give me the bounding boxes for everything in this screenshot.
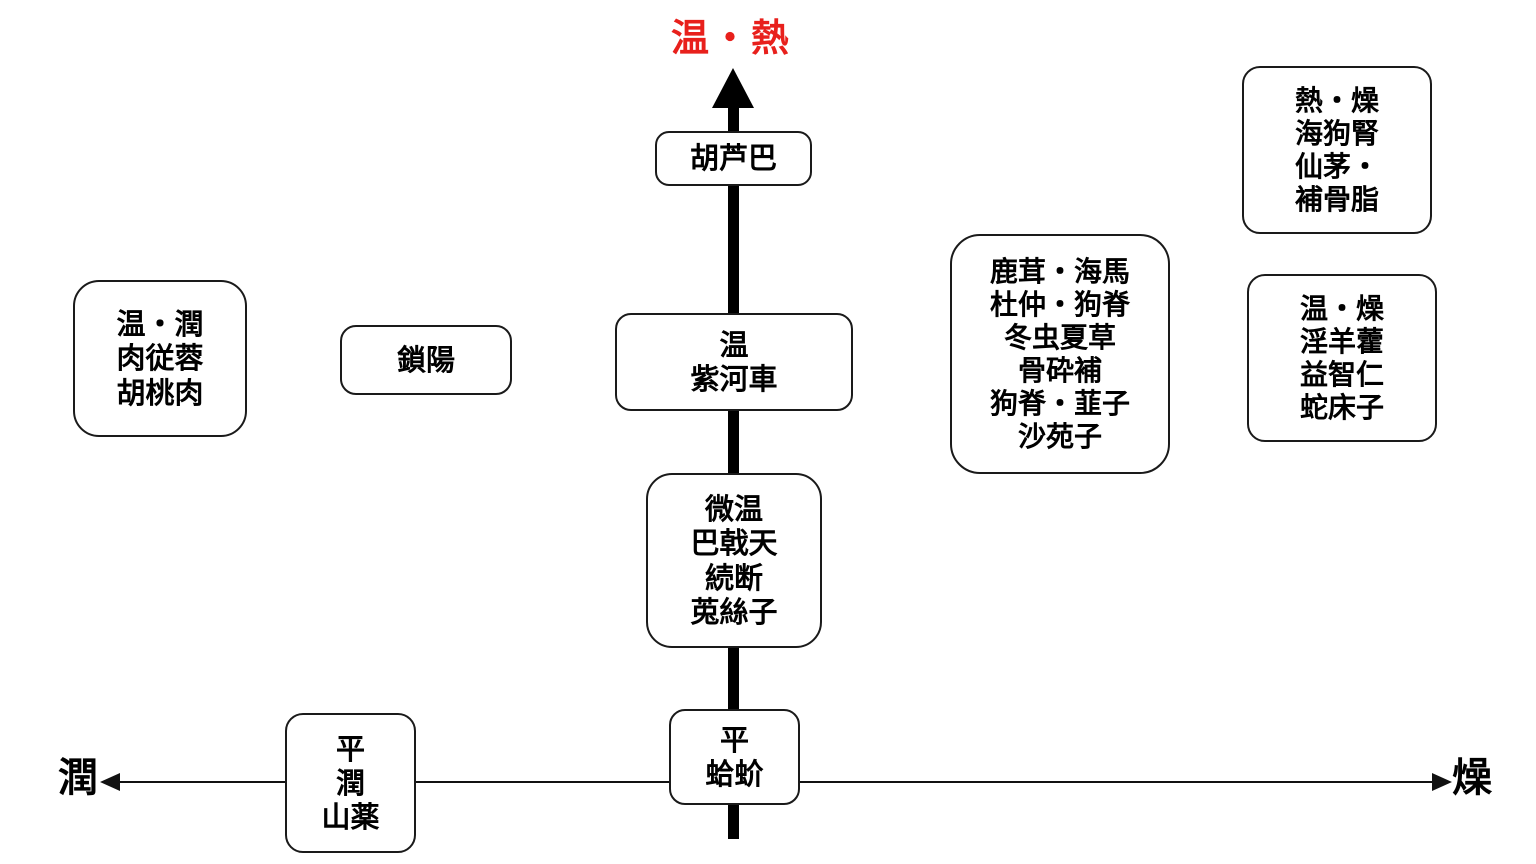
node-line: 海狗腎: [1294, 116, 1379, 150]
node-line: 仙茅・: [1294, 150, 1379, 183]
axis-arrow-up-icon: [712, 68, 754, 108]
axis-label-moist: 潤: [58, 755, 98, 801]
node-ping-run[interactable]: 平 潤 山薬: [285, 713, 416, 853]
node-huluba[interactable]: 胡芦巴: [655, 131, 812, 186]
horizontal-axis-line-right: [793, 781, 1433, 783]
node-line: 補骨脂: [1294, 183, 1379, 217]
node-line: 沙苑子: [1017, 420, 1102, 454]
node-line: 冬虫夏草: [1003, 320, 1116, 354]
axis-label-hot: 温・熱: [671, 16, 792, 60]
node-line: 莵絲子: [690, 594, 778, 629]
node-line: 平: [719, 722, 749, 757]
node-wen[interactable]: 温 紫河車: [615, 313, 853, 411]
node-line: 潤: [335, 765, 365, 800]
node-line: 鎖陽: [396, 342, 455, 377]
node-line: 骨砕補: [1017, 354, 1102, 387]
node-line: 胡芦巴: [689, 141, 777, 176]
node-line: 杜仲・狗脊: [989, 287, 1130, 321]
node-line: 肉従蓉: [116, 341, 204, 376]
node-warm-dry[interactable]: 温・燥 淫羊藿 益智仁 蛇床子: [1247, 274, 1437, 442]
node-line: 巴戟天: [690, 526, 778, 561]
node-line: 熱・燥: [1294, 83, 1379, 117]
axis-arrow-right-icon: [1432, 773, 1452, 791]
node-line: 益智仁: [1299, 358, 1384, 391]
node-line: 蛇床子: [1299, 391, 1384, 425]
node-line: 温: [719, 327, 749, 362]
node-right-group[interactable]: 鹿茸・海馬 杜仲・狗脊 冬虫夏草 骨砕補 狗脊・韮子 沙苑子: [950, 234, 1170, 474]
node-line: 紫河車: [690, 362, 778, 396]
node-line: 温・潤: [116, 307, 204, 342]
node-line: 温・燥: [1299, 291, 1384, 325]
node-hot-dry[interactable]: 熱・燥 海狗腎 仙茅・ 補骨脂: [1242, 66, 1432, 234]
node-warm-moist[interactable]: 温・潤 肉従蓉 胡桃肉: [73, 280, 247, 437]
node-ping-gejie[interactable]: 平 蛤蚧: [669, 709, 800, 805]
node-weiwen[interactable]: 微温 巴戟天 続断 莵絲子: [646, 473, 822, 648]
node-line: 平: [335, 731, 365, 766]
node-line: 微温: [704, 492, 763, 527]
node-line: 山薬: [321, 800, 380, 835]
node-line: 胡桃肉: [116, 375, 204, 410]
axis-label-dry: 燥: [1452, 755, 1492, 801]
node-line: 狗脊・韮子: [989, 387, 1130, 421]
axis-arrow-left-icon: [100, 773, 120, 791]
node-line: 鹿茸・海馬: [989, 254, 1130, 288]
vertical-axis-shaft: [728, 104, 739, 839]
node-line: 続断: [704, 560, 763, 595]
node-suoyang[interactable]: 鎖陽: [340, 325, 512, 395]
node-line: 淫羊藿: [1299, 324, 1384, 358]
node-line: 蛤蚧: [705, 757, 764, 791]
